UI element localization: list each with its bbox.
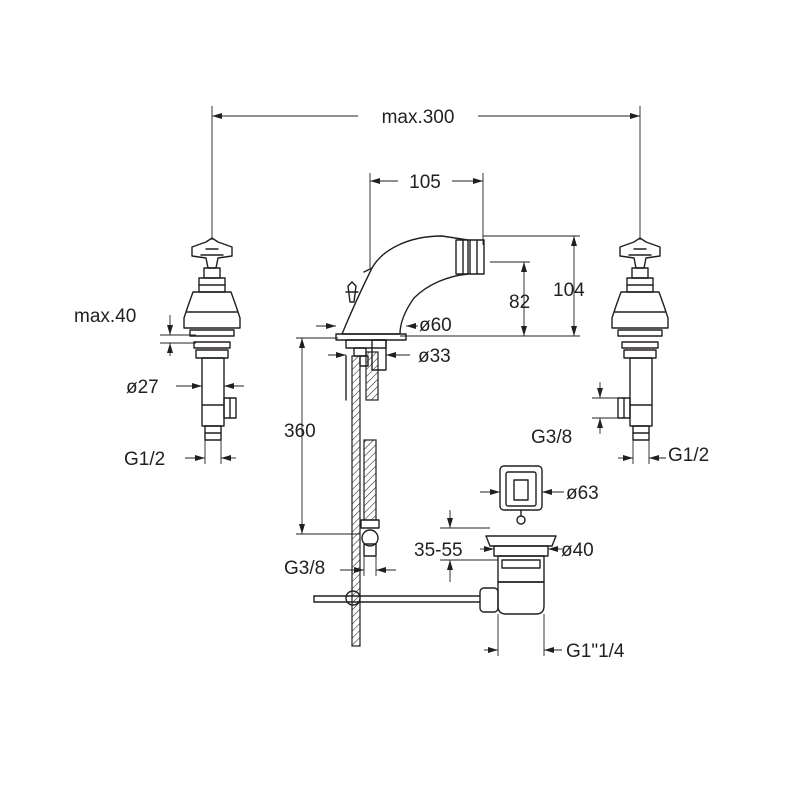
valve-thread-left-label: G1/2 <box>124 449 165 470</box>
dim-valve-dia: ø27 <box>126 377 244 398</box>
height-total-label: 104 <box>553 280 585 301</box>
right-valve <box>611 237 669 441</box>
dim-waste-body-dia: ø40 <box>480 540 594 561</box>
valve-thread-right-label: G1/2 <box>668 445 709 466</box>
height-spout-label: 82 <box>509 292 530 313</box>
dim-outlet-thread-right: G3/8 <box>531 382 618 448</box>
body-dia-label: ø60 <box>419 315 452 336</box>
waste-body-dia-label: ø40 <box>561 540 594 561</box>
dim-hose-thread: G3/8 <box>284 556 396 579</box>
dim-body-dia: ø60 <box>316 315 452 336</box>
dim-heights: 104 82 <box>400 235 585 337</box>
dim-base-dia: ø33 <box>328 346 451 367</box>
valve-dia-label: ø27 <box>126 377 159 398</box>
dim-waste-range: 35-55 <box>414 510 498 582</box>
outlet-thread-right-label: G3/8 <box>531 427 572 448</box>
dim-max-width: max.300 <box>211 106 641 240</box>
waste-top-dia-label: ø63 <box>566 483 599 504</box>
max-deck-label: max.40 <box>74 306 136 327</box>
dim-valve-thread-right: G1/2 <box>618 440 709 466</box>
spout-reach-label: 105 <box>409 172 441 193</box>
dim-waste-top-dia: ø63 <box>480 483 599 504</box>
max-width-label: max.300 <box>382 107 455 128</box>
dim-spout-reach: 105 <box>369 172 484 268</box>
dim-waste-thread: G1"1/4 <box>484 614 625 662</box>
popup-waste <box>313 465 557 615</box>
hose-length-label: 360 <box>284 421 316 442</box>
waste-thread-label: G1"1/4 <box>566 641 625 662</box>
left-valve <box>183 237 241 441</box>
mixer-body <box>335 235 485 341</box>
dim-max-deck: max.40 <box>74 306 196 356</box>
dim-hose-length: 360 <box>284 337 360 535</box>
waste-range-label: 35-55 <box>414 540 463 561</box>
dim-valve-thread-left: G1/2 <box>124 440 236 470</box>
mixer-tailpieces <box>345 339 387 647</box>
hose-thread-label: G3/8 <box>284 558 325 579</box>
base-dia-label: ø33 <box>418 346 451 367</box>
